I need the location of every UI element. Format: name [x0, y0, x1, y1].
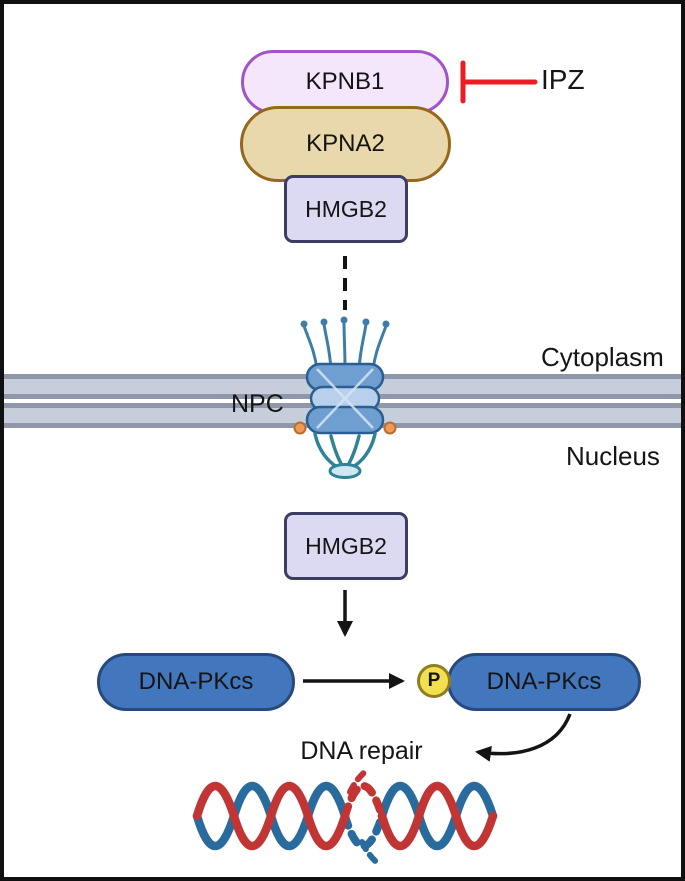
hmgb2-nucleus-node: HMGB2: [284, 512, 408, 580]
ipz-inhibition-tbar: [460, 60, 538, 104]
dna-repair-label: DNA repair: [300, 737, 423, 765]
dna-pkcs-phospho-label: DNA-PKcs: [486, 668, 602, 695]
kpna2-label: KPNA2: [306, 130, 385, 157]
dna-strand-red: [192, 781, 350, 851]
ipz-label: IPZ: [541, 64, 585, 95]
dna-strand-red-broken: [341, 782, 386, 820]
dna-break-fragment-bottom: [359, 839, 382, 867]
npc-label: NPC: [231, 390, 284, 418]
dna-strand-blue: [377, 781, 498, 851]
npc-filament-tips: [300, 316, 390, 328]
nuclear-membrane-outer: [4, 374, 681, 399]
npc-basket: [313, 432, 377, 469]
kpnb1-label: KPNB1: [305, 68, 385, 95]
phosphate-label: P: [427, 670, 441, 691]
nuclear-membrane-inner: [4, 403, 681, 428]
dna-helix-graphic: [192, 767, 498, 867]
dna-repair-curved-arrow: [475, 713, 572, 762]
hmgb2-cytoplasm-node: HMGB2: [284, 175, 408, 243]
dna-pkcs-inactive-label: DNA-PKcs: [138, 668, 254, 695]
dna-strand-blue: [192, 781, 350, 851]
dna-pkcs-inactive-node: DNA-PKcs: [97, 653, 295, 711]
hmgb2-cytoplasm-label: HMGB2: [305, 195, 387, 222]
cytoplasm-label: Cytoplasm: [541, 342, 664, 372]
npc-basket-ring: [328, 463, 362, 479]
kpnb1-node: KPNB1: [241, 50, 449, 114]
hmgb2-nucleus-label: HMGB2: [305, 532, 387, 559]
npc-filaments: [302, 320, 388, 372]
dna-pkcs-phospho-node: DNA-PKcs: [447, 653, 641, 711]
phosphate-badge: P: [417, 664, 451, 698]
dna-strand-blue-broken: [341, 812, 386, 850]
dna-strand-red: [377, 781, 498, 851]
nucleus-label: Nucleus: [566, 441, 660, 471]
npc-graphic: [293, 316, 397, 479]
dna-break-fragment-top: [347, 767, 371, 795]
kpna2-node: KPNA2: [240, 106, 451, 182]
